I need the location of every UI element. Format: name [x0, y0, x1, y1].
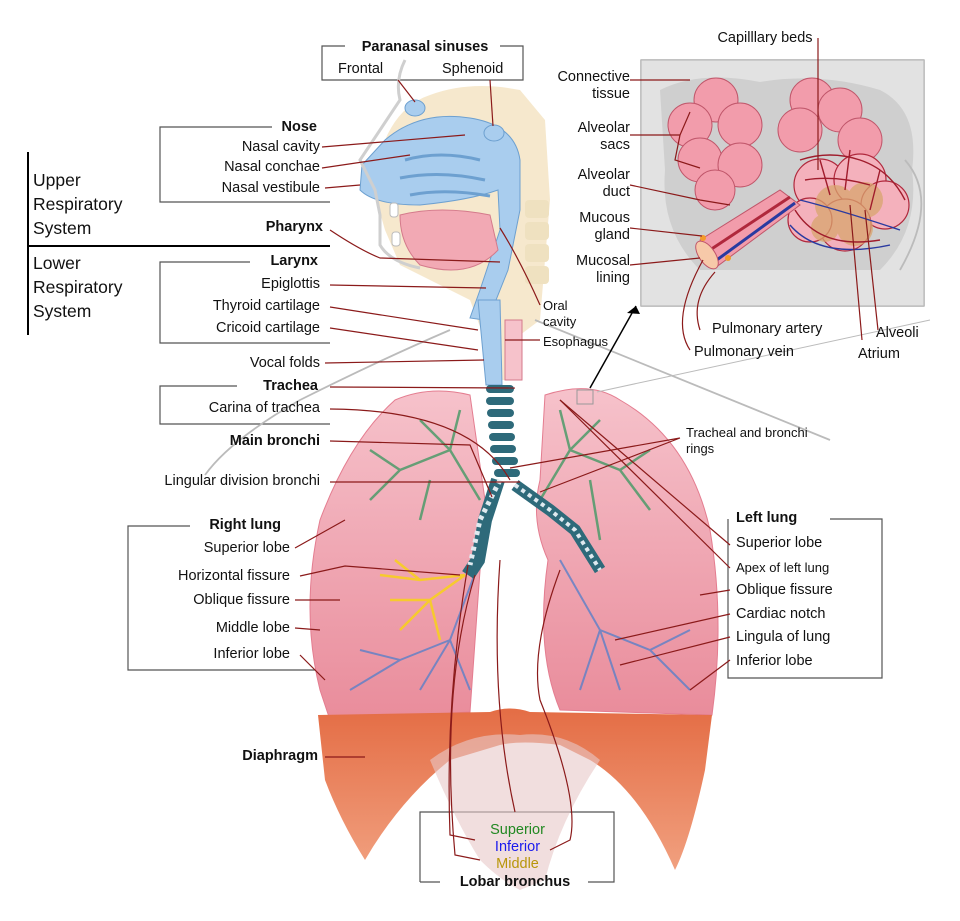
paranasal-bracket	[321, 45, 524, 81]
trachea-bracket	[159, 385, 330, 425]
left-lung-shape	[535, 388, 719, 716]
right-lung-bracket	[127, 525, 330, 671]
system-divider	[27, 152, 330, 335]
left-lung-bracket	[727, 518, 883, 679]
head	[358, 59, 550, 386]
trachea-rings	[486, 385, 520, 477]
larynx-bracket	[159, 261, 330, 344]
nose-bracket	[159, 126, 330, 203]
diaphragm-shape	[318, 708, 712, 890]
lungs	[309, 385, 719, 721]
alveoli-inset	[640, 59, 925, 307]
lobar-bracket	[419, 811, 615, 883]
right-lung-shape	[309, 390, 486, 721]
